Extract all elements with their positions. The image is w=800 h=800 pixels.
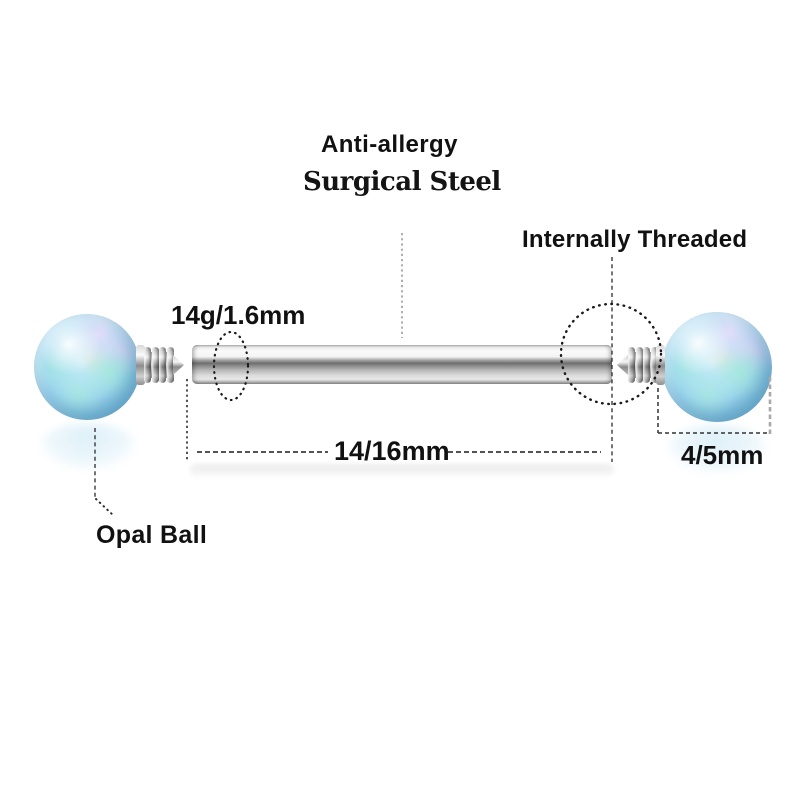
label-opal-ball: Opal Ball xyxy=(96,521,208,549)
thread-ridge xyxy=(635,347,643,383)
label-gauge: 14g/1.6mm xyxy=(171,300,306,330)
post-tip xyxy=(173,355,184,375)
heading-surgical-steel: Surgical Steel xyxy=(303,167,501,197)
bar-reflection xyxy=(190,464,614,476)
thread-ridge xyxy=(643,347,651,383)
leader-opal-ball-diagonal xyxy=(95,498,115,517)
thread-ridge xyxy=(166,347,174,383)
thread-ridge xyxy=(144,347,151,383)
post-threads xyxy=(144,347,174,383)
post-collar xyxy=(656,345,665,385)
barbell-shaft xyxy=(192,345,612,384)
opal-ball-left xyxy=(34,314,140,420)
threaded-post-left xyxy=(136,344,184,386)
left-ball-reflection xyxy=(40,423,136,469)
opal-ball-right xyxy=(662,312,772,422)
thread-ridge xyxy=(159,347,167,383)
label-bar-length: 14/16mm xyxy=(334,436,450,466)
label-internally-threaded: Internally Threaded xyxy=(522,226,748,253)
threaded-post-right xyxy=(617,344,665,386)
post-collar xyxy=(136,345,145,385)
label-ball-size: 4/5mm xyxy=(681,440,764,470)
post-tip xyxy=(617,355,628,375)
thread-ridge xyxy=(151,347,159,383)
thread-ridge xyxy=(628,347,635,383)
post-threads xyxy=(628,347,658,383)
heading-anti-allergy: Anti-allergy xyxy=(321,131,458,158)
